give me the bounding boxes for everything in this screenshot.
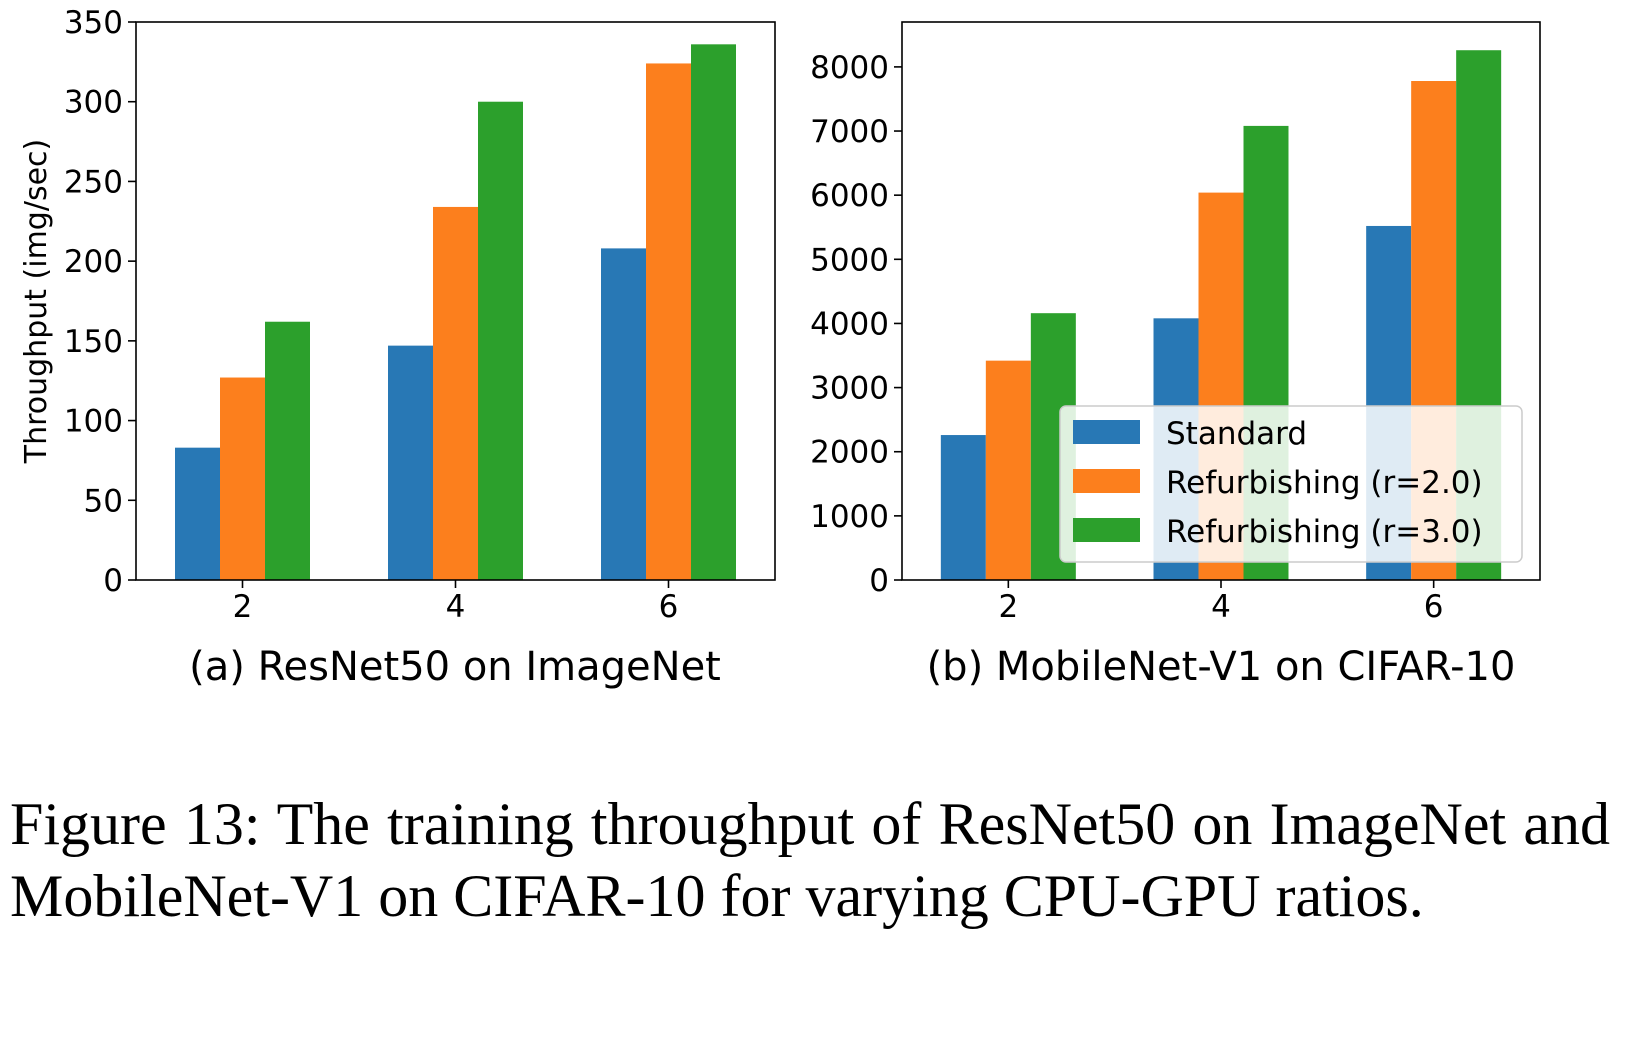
bar-refurbishing-r-3-0-4 (478, 101, 523, 580)
x-tick-label: 2 (998, 589, 1018, 625)
legend-swatch (1073, 518, 1140, 542)
bar-standard-6 (601, 248, 646, 581)
bar-refurbishing-r-2-0-2 (985, 360, 1031, 580)
x-tick-label: 6 (659, 589, 679, 625)
legend-label: Refurbishing (r=3.0) (1166, 514, 1483, 550)
subcaption: (a) ResNet50 on ImageNet (189, 644, 721, 690)
legend-swatch (1073, 469, 1140, 493)
chart-mobilenet: 0 1000 2000 3000 4000 5000 6000 7000 8000 2 4 6 (b) … (810, 21, 1541, 690)
figure-svg: 0 50 100 150 200 250 300 350 2 4 6 Throughput (img/… (19, 5, 1541, 690)
figure: 0 50 100 150 200 250 300 350 2 4 6 Throughput (img/… (19, 5, 1541, 690)
bar-standard-2 (175, 447, 220, 580)
y-tick-label: 3000 (810, 371, 889, 407)
y-tick-label: 0 (869, 563, 889, 599)
y-tick-label: 6000 (810, 178, 889, 214)
legend-label: Standard (1166, 416, 1307, 452)
y-tick-label: 150 (64, 324, 123, 360)
chart-resnet50: 0 50 100 150 200 250 300 350 2 4 6 Throughput (img/… (19, 5, 776, 690)
bar-refurbishing-r-2-0-2 (220, 377, 265, 580)
y-tick-label: 0 (103, 563, 123, 599)
x-tick-label: 4 (446, 589, 466, 625)
y-tick-label: 8000 (810, 50, 889, 86)
y-tick-label: 7000 (810, 114, 889, 150)
y-axis-label: Throughput (img/sec) (19, 139, 54, 465)
legend-box (1059, 405, 1523, 563)
bar-refurbishing-r-3-0-6 (691, 44, 736, 580)
x-tick-label: 4 (1211, 589, 1231, 625)
y-tick-label: 5000 (810, 242, 889, 278)
y-tick-label: 2000 (810, 435, 889, 471)
x-tick-label: 6 (1424, 589, 1444, 625)
y-tick-label: 350 (64, 5, 123, 41)
figure-caption: Figure 13: The training throughput of Re… (10, 791, 1610, 929)
y-tick-label: 4000 (810, 306, 889, 342)
bar-standard-2 (940, 435, 986, 580)
bar-refurbishing-r-3-0-2 (265, 321, 310, 580)
y-tick-label: 50 (84, 483, 123, 519)
bar-refurbishing-r-2-0-6 (646, 63, 691, 581)
x-tick-label: 2 (233, 589, 253, 625)
y-tick-label: 300 (64, 85, 123, 121)
bar-standard-4 (388, 345, 433, 580)
y-tick-label: 100 (64, 404, 123, 440)
y-tick-label: 250 (64, 164, 123, 200)
bar-refurbishing-r-2-0-4 (433, 206, 478, 581)
legend-label: Refurbishing (r=2.0) (1166, 465, 1483, 501)
legend-swatch (1073, 420, 1140, 444)
subcaption: (b) MobileNet-V1 on CIFAR-10 (927, 644, 1516, 690)
y-tick-label: 200 (64, 244, 123, 280)
y-tick-label: 1000 (810, 499, 889, 535)
